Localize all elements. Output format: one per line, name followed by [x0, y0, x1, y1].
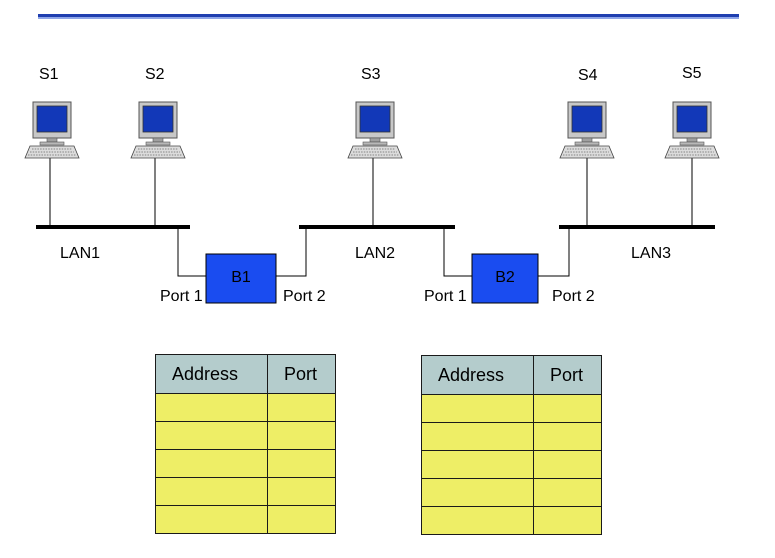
station-label-s2: S2 — [145, 66, 165, 83]
address-cell — [421, 422, 534, 451]
s3-computer-icon — [347, 101, 403, 159]
b2-port2-label: Port 2 — [552, 288, 595, 305]
table-row — [155, 477, 336, 506]
port-cell — [267, 421, 336, 450]
b1-port1-link — [177, 227, 206, 277]
station-label-s5: S5 — [682, 65, 702, 82]
port-cell — [533, 506, 602, 535]
title-rule — [38, 14, 739, 19]
s1-computer-icon — [24, 101, 80, 159]
address-cell — [421, 450, 534, 479]
address-cell — [155, 421, 268, 450]
b2-port2-link — [538, 227, 570, 277]
bridge-b2-label: B2 — [495, 269, 515, 286]
lan1-label: LAN1 — [60, 245, 100, 262]
b1-port2-link — [276, 227, 307, 277]
station-label-s4: S4 — [578, 67, 598, 84]
address-cell — [155, 449, 268, 478]
table-header-port: Port — [533, 355, 602, 395]
s4-computer-icon — [559, 101, 615, 159]
port-cell — [533, 478, 602, 507]
station-label-s1: S1 — [39, 66, 59, 83]
b1-forwarding-table: Address Port — [155, 354, 336, 534]
bridge-b1-label: B1 — [231, 269, 251, 286]
table-header-port: Port — [267, 354, 336, 394]
port-cell — [533, 450, 602, 479]
port-cell — [267, 393, 336, 422]
bridge-b2 — [471, 253, 539, 304]
table-row — [155, 505, 336, 534]
s5-computer-icon — [664, 101, 720, 159]
address-cell — [421, 506, 534, 535]
b1-port1-label: Port 1 — [160, 288, 203, 305]
lan2-label: LAN2 — [355, 245, 395, 262]
table-row — [155, 449, 336, 478]
port-cell — [533, 422, 602, 451]
table-row — [421, 450, 602, 479]
table-row — [155, 421, 336, 450]
table-header-address: Address — [421, 355, 534, 395]
b2-forwarding-table: Address Port — [421, 355, 602, 535]
station-label-s3: S3 — [361, 66, 381, 83]
address-cell — [155, 393, 268, 422]
table-row — [421, 422, 602, 451]
table-row — [155, 393, 336, 422]
b2-port1-label: Port 1 — [424, 288, 467, 305]
address-cell — [155, 505, 268, 534]
port-cell — [533, 394, 602, 423]
address-cell — [421, 478, 534, 507]
table-row — [421, 478, 602, 507]
table-header-address: Address — [155, 354, 268, 394]
address-cell — [155, 477, 268, 506]
port-cell — [267, 449, 336, 478]
address-cell — [421, 394, 534, 423]
table-row — [421, 394, 602, 423]
bridge-b1 — [205, 253, 277, 304]
table-row — [421, 506, 602, 535]
port-cell — [267, 477, 336, 506]
s2-computer-icon — [130, 101, 186, 159]
b2-port1-link — [443, 227, 472, 277]
port-cell — [267, 505, 336, 534]
b1-port2-label: Port 2 — [283, 288, 326, 305]
lan3-label: LAN3 — [631, 245, 671, 262]
